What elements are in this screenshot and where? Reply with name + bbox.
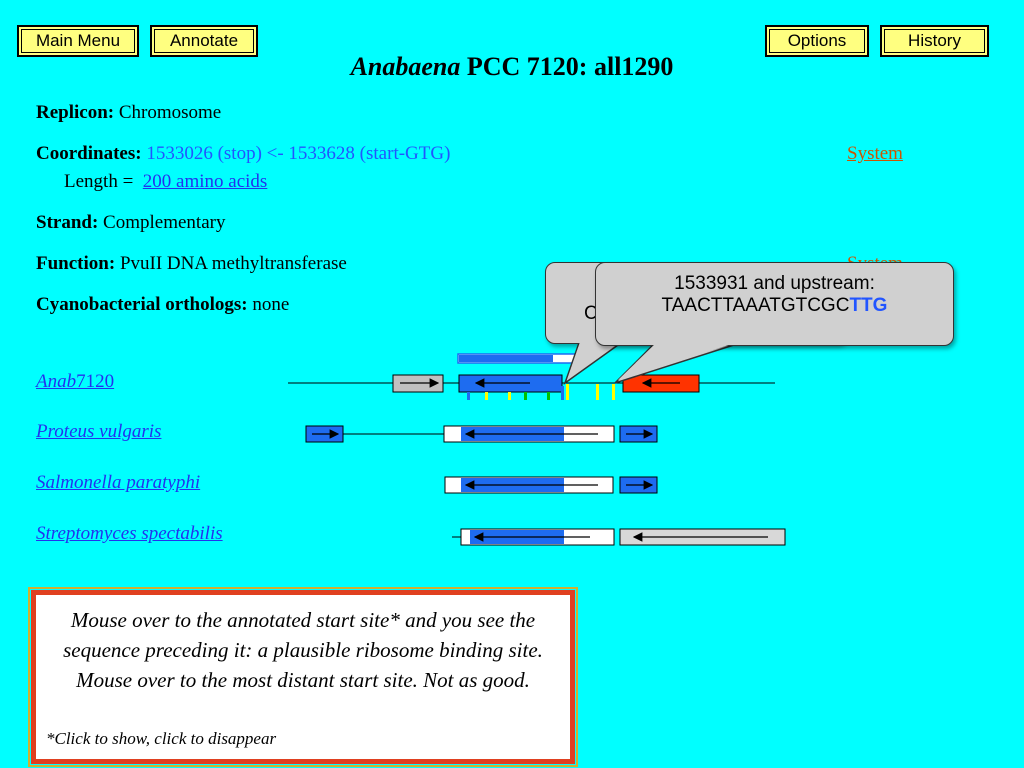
replicon-field: Replicon: Chromosome xyxy=(36,102,221,124)
length-link[interactable]: 200 amino acids xyxy=(142,171,268,192)
organism-suffix: 7120 xyxy=(76,371,115,392)
gene-all1290 xyxy=(458,374,563,393)
callout-sequence-text: TAACTTAAATGTCGC xyxy=(661,295,850,316)
gene-row-salmonella xyxy=(444,476,658,494)
start-tick xyxy=(485,392,488,400)
system-link-coordinates[interactable]: System xyxy=(847,143,903,164)
history-button[interactable]: History xyxy=(880,25,989,57)
strand-value: Complementary xyxy=(103,212,226,233)
domain-bar-fill xyxy=(459,355,553,362)
organism-link-proteus-vulgaris[interactable]: Proteus vulgaris xyxy=(36,421,162,442)
gene-upstream xyxy=(392,374,444,393)
gene-right xyxy=(619,476,658,494)
gene-right xyxy=(619,425,658,443)
callout-sequence: 1533931 and upstream: TAACTTAAATGTCGCTTG xyxy=(595,262,954,346)
gene-ortholog xyxy=(443,425,615,443)
options-button[interactable]: Options xyxy=(765,25,869,57)
coordinates-label: Coordinates: xyxy=(36,143,142,164)
coordinates-field: Coordinates: 1533026 (stop) <- 1533628 (… xyxy=(36,143,450,165)
strand-field: Strand: Complementary xyxy=(36,212,225,234)
strand-label: Strand: xyxy=(36,212,99,233)
gene-ortholog-fill xyxy=(461,427,564,441)
orthologs-field: Cyanobacterial orthologs: none xyxy=(36,294,289,316)
function-value: PvuII DNA methyltransferase xyxy=(119,253,347,274)
gene-ortholog-fill xyxy=(461,478,564,492)
main-menu-button[interactable]: Main Menu xyxy=(17,25,139,57)
instruction-note: Mouse over to the annotated start site* … xyxy=(28,587,578,767)
gene-ortholog xyxy=(460,528,615,546)
callout-tail-back xyxy=(563,339,628,385)
gene-right xyxy=(619,528,786,546)
start-tick xyxy=(596,384,599,400)
note-main-text: Mouse over to the annotated start site* … xyxy=(63,608,543,692)
start-tick xyxy=(561,386,564,400)
start-tick xyxy=(508,392,511,400)
callout-line1: 1533931 and upstream: xyxy=(674,273,875,294)
start-tick xyxy=(612,384,615,400)
start-tick xyxy=(566,384,569,400)
gene-left xyxy=(305,425,344,443)
length-label: Length = xyxy=(64,171,134,192)
title-gene: PCC 7120: all1290 xyxy=(460,52,674,81)
start-tick xyxy=(547,392,550,400)
callout-start-codon: TTG xyxy=(849,295,888,316)
organism-prefix: Anab xyxy=(36,371,77,392)
gene-downstream xyxy=(622,374,700,393)
orthologs-label: Cyanobacterial orthologs: xyxy=(36,294,248,315)
start-tick xyxy=(467,392,470,400)
organism-link-streptomyces-spectabilis[interactable]: Streptomyces spectabilis xyxy=(36,523,223,544)
function-label: Function: xyxy=(36,253,116,274)
organism-link-salmonella-paratyphi[interactable]: Salmonella paratyphi xyxy=(36,472,201,493)
gene-ortholog-fill xyxy=(470,530,564,544)
domain-bar xyxy=(457,353,578,364)
gene-row-anab7120 xyxy=(288,353,775,400)
note-footnote: *Click to show, click to disappear xyxy=(46,729,277,748)
callout-back-fragment: C xyxy=(584,303,598,324)
callout-line2: TAACTTAAATGTCGCTTG xyxy=(596,295,953,317)
page-title: Anabaena PCC 7120: all1290 xyxy=(0,52,1024,82)
callout-tail-front xyxy=(614,342,741,384)
organism-link-anab7120[interactable]: Anab7120 xyxy=(36,371,114,393)
annotate-button[interactable]: Annotate xyxy=(150,25,258,57)
gene-row-proteus xyxy=(305,425,658,443)
gene-ortholog xyxy=(444,476,614,494)
title-organism: Anabaena xyxy=(350,52,461,81)
replicon-value: Chromosome xyxy=(118,102,222,123)
start-tick xyxy=(524,392,527,400)
length-field: Length = 200 amino acids xyxy=(64,171,267,193)
gene-row-streptomyces xyxy=(452,528,786,546)
replicon-label: Replicon: xyxy=(36,102,115,123)
coordinates-value: 1533026 (stop) <- 1533628 (start-GTG) xyxy=(146,143,451,164)
function-field: Function: PvuII DNA methyltransferase xyxy=(36,253,347,275)
orthologs-value: none xyxy=(252,294,290,315)
